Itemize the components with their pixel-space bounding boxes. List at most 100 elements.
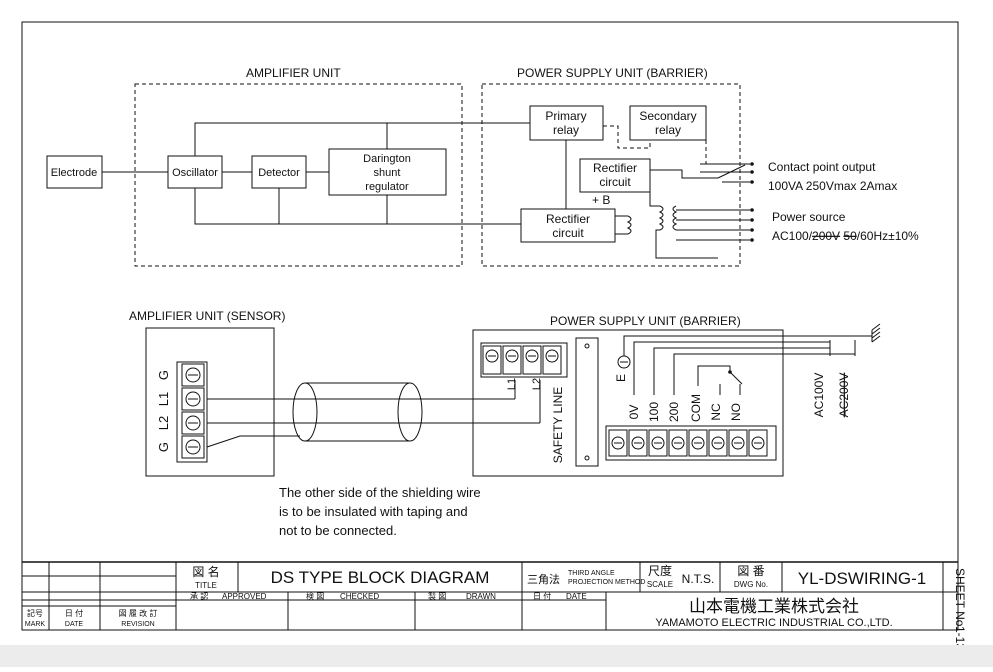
projection-jp: 三角法 [527,572,560,586]
revision-jp: 図 履 改 訂 [119,608,158,618]
barrier-terminal-l2: L2 [531,378,543,390]
sensor-unit-box [145,327,275,477]
company-name-en: YAMAMOTO ELECTRIC INDUSTRIAL CO.,LTD. [655,617,892,629]
projection-en-2: PROJECTION METHOD [568,579,645,586]
dwg-number: YL-DSWIRING-1 [798,569,926,588]
revision-en: REVISION [121,621,154,628]
scale-value: N.T.S. [682,572,715,586]
earth-label: E [614,374,628,382]
power-source-rest: /60Hz±10% [857,229,919,243]
sensor-terminal-g-top: G [156,370,171,380]
rectifier-lower-label-2: circuit [552,226,584,240]
drawn-jp: 製 図 [428,591,446,601]
title-block: 図 名 TITLE DS TYPE BLOCK DIAGRAM 三角法 THIR… [22,561,967,650]
power-source-struck-50: 50 [843,229,857,243]
transformer-secondary [672,205,678,231]
electrode-label: Electrode [51,167,97,179]
power-source-ac: AC100/ [772,229,813,243]
shielding-note-3: not to be connected. [279,523,397,538]
bottom-power-supply-title: POWER SUPPLY UNIT (BARRIER) [550,314,741,328]
checked-jp: 検 図 [306,591,324,601]
top-block-diagram: AMPLIFIER UNIT POWER SUPPLY UNIT (BARRIE… [46,66,919,267]
drawing-frame [21,21,959,631]
relay-coupling [603,125,651,149]
bottom-wiring-diagram: AMPLIFIER UNIT (SENSOR) POWER SUPPLY UNI… [129,309,881,538]
shield-end-left [292,382,318,442]
secondary-relay-block [629,105,707,141]
wire-0v [633,341,830,395]
darington-label-2: shunt [374,167,401,179]
rectifier-upper-label-1: Rectifier [593,161,637,175]
company-name-jp: 山本電機工業株式会社 [689,597,859,616]
wire-oscillator-rectifier [194,188,521,225]
oscillator-label: Oscillator [172,167,218,179]
sensor-terminal-block [176,361,208,463]
amplifier-unit-title: AMPLIFIER UNIT [246,66,341,80]
detector-label: Detector [258,167,300,179]
terminal-nc: NC [709,403,723,421]
wire-com [697,365,731,386]
sheet-number: 1-13 [953,626,967,650]
output-terminal-strip [605,425,777,461]
safety-line-label: SAFETY LINE [551,387,565,463]
primary-relay-label-2: relay [553,123,579,137]
dwg-en: DWG No. [734,580,768,589]
terminal-com: COM [689,394,703,422]
date2-jp: 日 付 [65,608,83,618]
safety-line-bolt-top [584,343,590,349]
terminal-0v: 0V [627,405,641,420]
mark-en: MARK [25,621,46,628]
plus-b-label: + B [592,193,610,207]
primary-relay-label-1: Primary [545,109,586,123]
wire-transformer-up [649,192,660,207]
title-jp: 図 名 [192,564,219,579]
sensor-terminal-g-bottom: G [156,442,171,452]
darington-label-3: regulator [365,181,409,193]
voltage-ac100v-label: AC100V [812,373,826,418]
rectifier-lower-block [520,208,616,243]
terminal-no: NO [729,403,743,421]
approved-jp: 承 認 [190,591,208,601]
darington-label-1: Darington [363,153,411,165]
primary-relay-block [529,105,604,141]
barrier-terminal-l1: L1 [506,378,518,390]
coil-lower [626,215,632,235]
safety-line-bolt-bottom [584,455,590,461]
amplifier-unit-boundary [134,83,463,267]
approved-en: APPROVED [222,592,267,601]
scale-en: SCALE [647,580,673,589]
shield-ground-wire [206,435,300,448]
contact-output-label-2: 100VA 250Vmax 2Amax [768,179,897,193]
earth-ground-symbol [871,323,881,343]
relay-pivot [728,370,732,374]
shield-end-right [397,382,423,442]
power-supply-unit-boundary [481,83,741,267]
wire-oscillator-primary-relay [194,122,530,156]
safety-line-bar [575,337,599,467]
transformer-primary [658,205,664,231]
rectifier-upper-label-2: circuit [599,175,631,189]
date-jp: 日 付 [533,591,551,601]
projection-en-1: THIRD ANGLE [568,570,615,577]
rectifier-upper-block [579,158,651,193]
sensor-terminal-l1: L1 [156,392,171,406]
rectifier-lower-label-1: Rectifier [546,212,590,226]
sensor-terminal-l2: L2 [156,416,171,430]
wire-transformer-down [655,229,718,259]
scale-jp: 尺度 [648,563,672,578]
dwg-jp: 図 番 [737,564,764,578]
shield-outline [305,382,410,442]
power-source-struck-200v: 200V [812,229,840,243]
drawn-en: DRAWN [466,592,496,601]
relay-contact-arm [729,371,743,385]
checked-en: CHECKED [340,592,379,601]
secondary-relay-label-1: Secondary [639,109,696,123]
terminal-200: 200 [667,402,681,422]
terminal-dots-top [750,162,754,242]
wire-200 [673,353,855,395]
date2-en: DATE [65,621,83,628]
voltage-ac200v-label: AC200V [837,373,851,418]
amplifier-sensor-title: AMPLIFIER UNIT (SENSOR) [129,309,285,323]
